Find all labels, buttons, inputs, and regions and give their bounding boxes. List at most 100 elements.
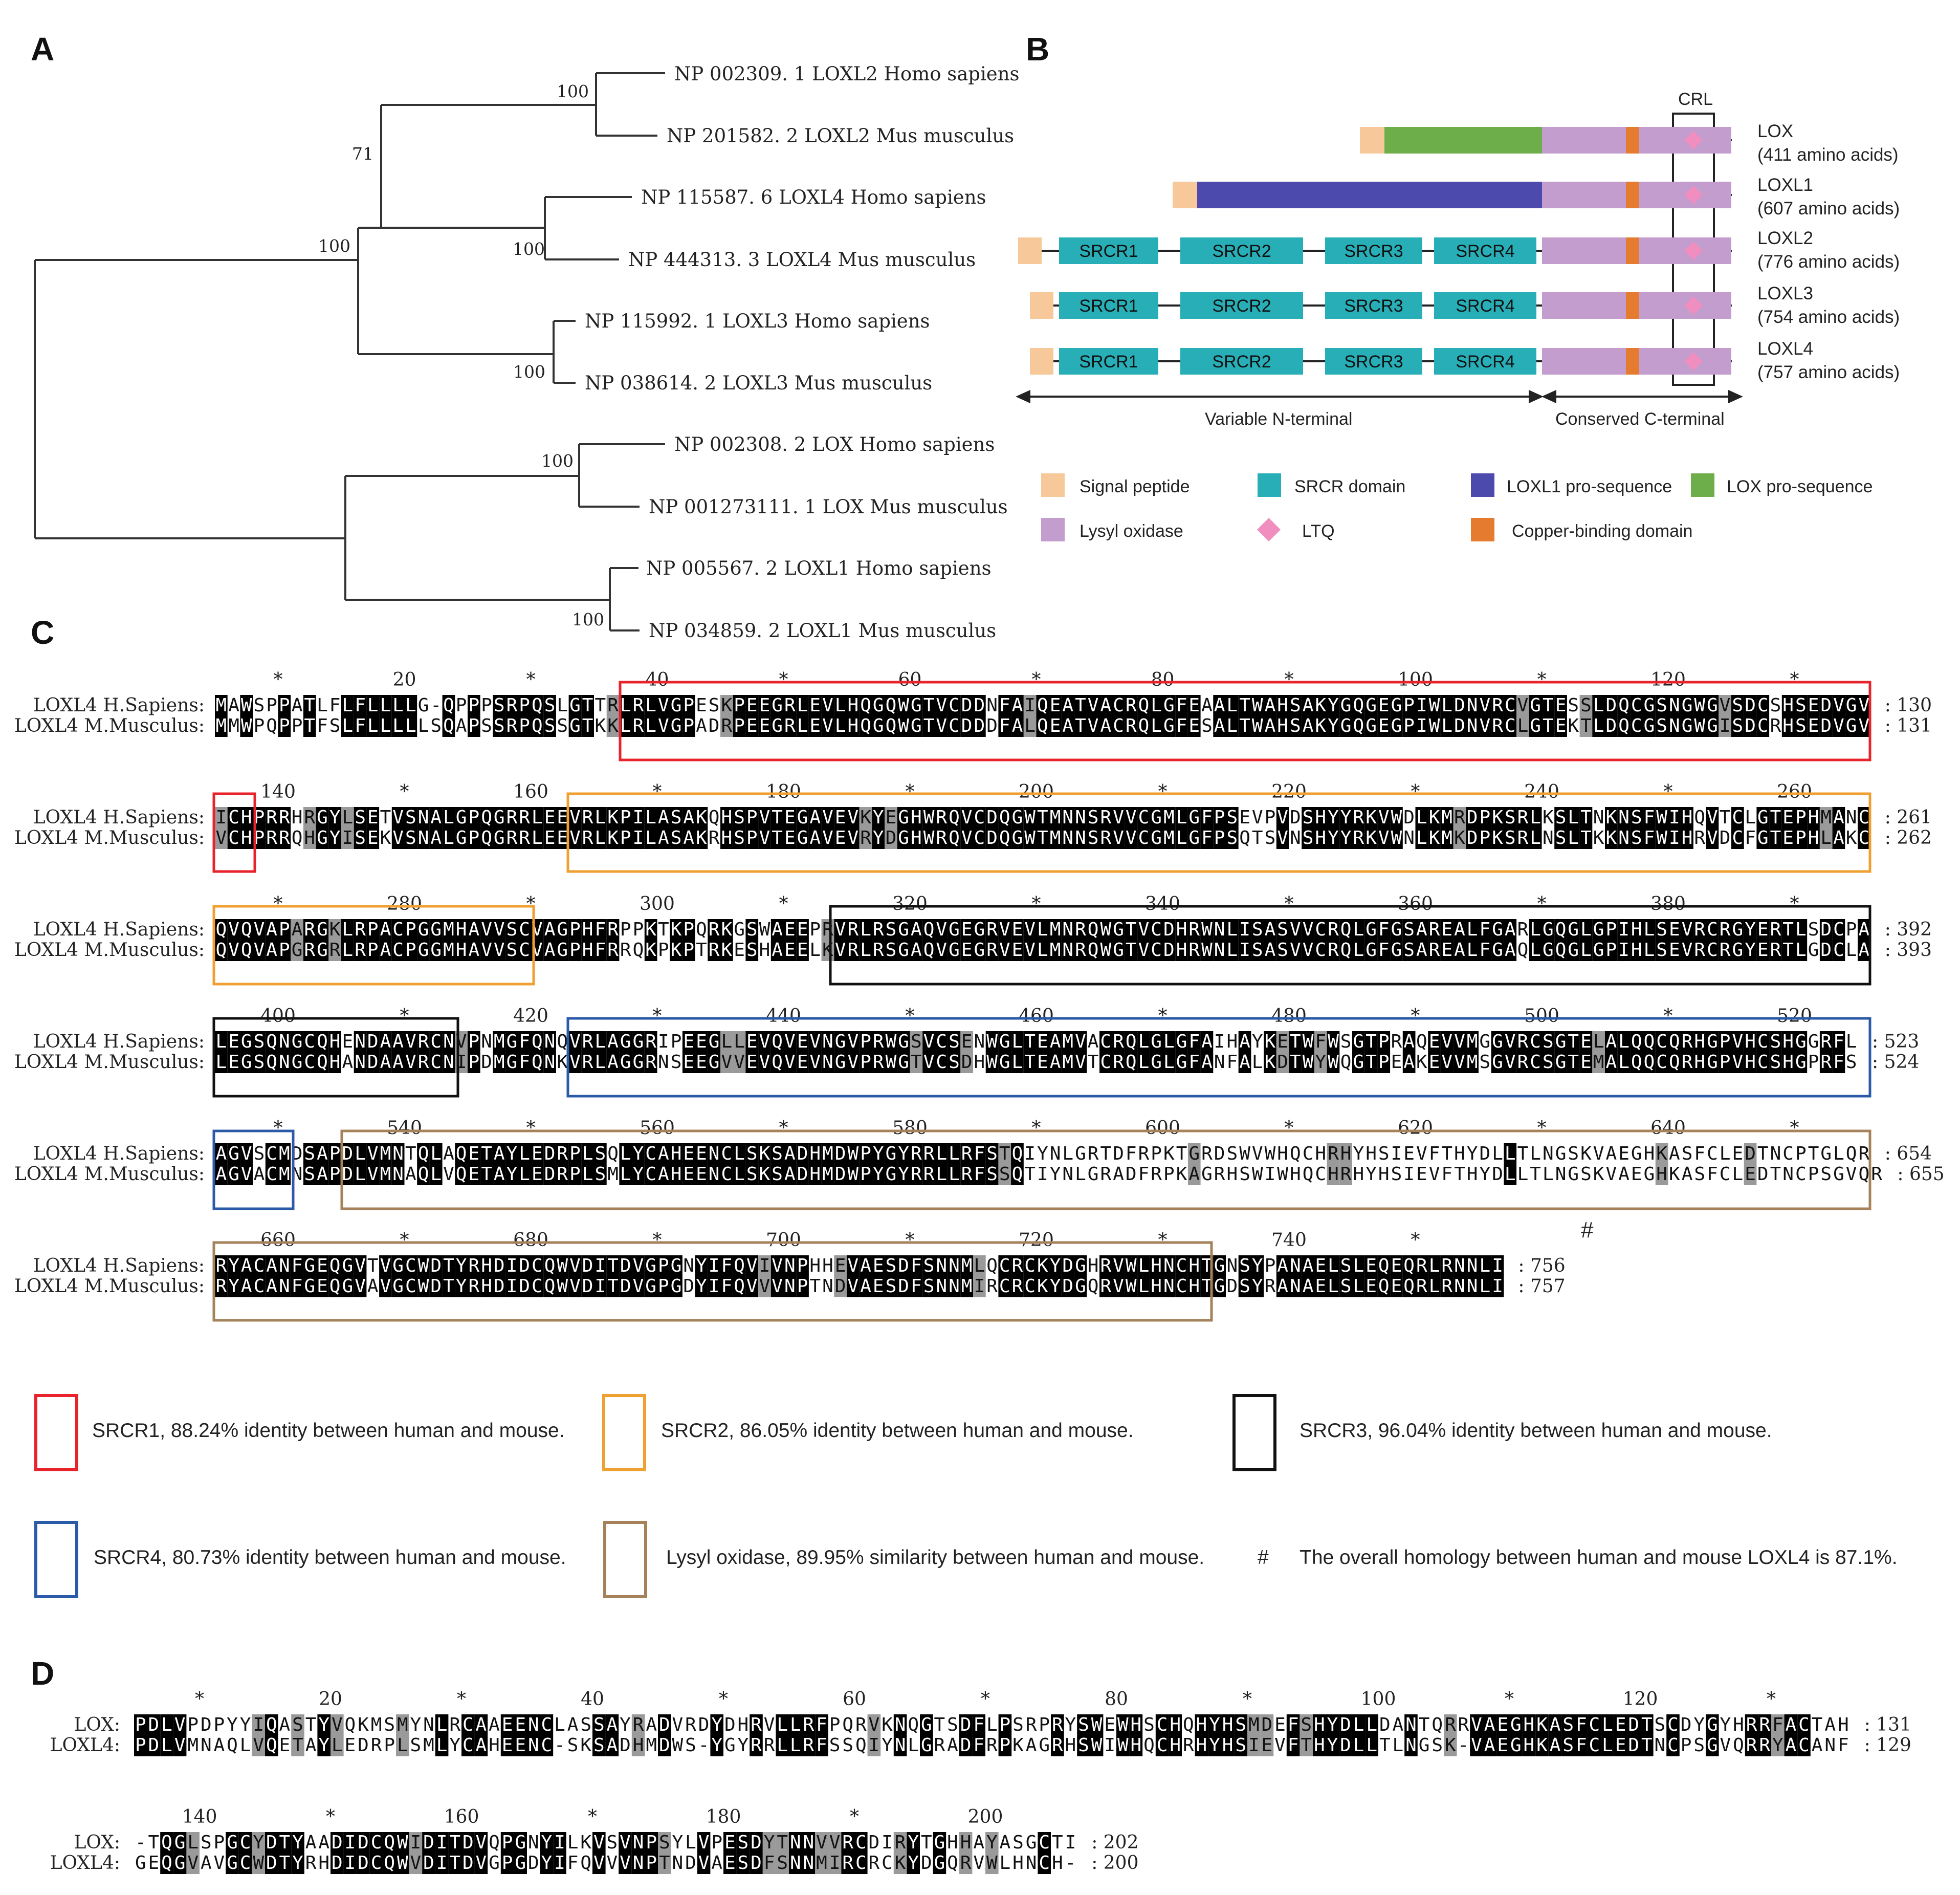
leaf-label: NP 115992. 1 LOXL3 Homo sapiens — [585, 310, 930, 332]
residue: Q — [923, 940, 935, 961]
residue: V — [1720, 695, 1731, 716]
residue: S — [1239, 1255, 1250, 1276]
residue: R — [1746, 1735, 1757, 1756]
residue: N — [355, 1052, 366, 1073]
ruler-mark: * — [1285, 669, 1294, 690]
residue: Y — [1745, 919, 1756, 940]
residue: L — [685, 1832, 696, 1853]
residue: G — [557, 940, 568, 961]
residue: P — [1808, 1164, 1819, 1185]
residue: A — [241, 1276, 252, 1297]
residue: A — [1786, 1735, 1797, 1756]
residue: V — [476, 1832, 487, 1853]
lox-pro-sequence — [1384, 127, 1542, 154]
residue: R — [822, 919, 833, 940]
residue: W — [986, 1052, 998, 1073]
residue: W — [1024, 807, 1036, 828]
residue: S — [1239, 1164, 1250, 1185]
residue: G — [999, 1031, 1010, 1052]
residue: Q — [384, 1832, 395, 1853]
residue: G — [709, 1031, 720, 1052]
residue: C — [936, 1031, 947, 1052]
residue: H — [1631, 940, 1642, 961]
residue: V — [593, 1832, 605, 1853]
residue: W — [759, 919, 770, 940]
residue: P — [711, 1832, 722, 1853]
residue: H — [1170, 1735, 1181, 1756]
residue: S — [986, 1143, 998, 1164]
residue: R — [1052, 1714, 1063, 1735]
residue: C — [1732, 807, 1744, 828]
residue: Q — [1694, 807, 1705, 828]
sequence-name: LOXL4 H.Sapiens: — [33, 1031, 205, 1052]
residue: E — [1745, 1164, 1756, 1185]
residue: L — [790, 1735, 801, 1756]
ruler-mark: * — [195, 1689, 204, 1710]
residue: A — [607, 1031, 619, 1052]
residue: F — [816, 1714, 827, 1735]
residue: S — [1795, 695, 1807, 716]
residue: Y — [253, 1832, 264, 1853]
residue: T — [1530, 1164, 1541, 1185]
residue: S — [544, 715, 556, 736]
residue: H — [1733, 1714, 1744, 1735]
residue: F — [1480, 940, 1491, 961]
conservation-shade — [695, 807, 708, 849]
residue: F — [1745, 827, 1756, 848]
residue: A — [456, 715, 467, 736]
legend-swatch — [1471, 518, 1494, 541]
n-terminal-label: Variable N-terminal — [1205, 409, 1352, 429]
conservation-shade — [922, 807, 935, 849]
residue: G — [1707, 1031, 1718, 1052]
residue: W — [1328, 1052, 1339, 1073]
conservation-shade — [910, 695, 923, 737]
ruler-mark: * — [1790, 894, 1799, 914]
residue: G — [317, 940, 328, 961]
residue: G — [174, 1832, 186, 1853]
conservation-shade — [1061, 807, 1074, 849]
sequence-name: LOXL4 M.Musculus: — [14, 1276, 205, 1297]
ruler-mark: * — [653, 1230, 662, 1251]
residue: F — [1176, 695, 1187, 716]
residue: V — [253, 1735, 264, 1756]
bootstrap-value: 100 — [318, 236, 350, 256]
residue: G — [1555, 1052, 1567, 1073]
residue: Q — [772, 1031, 783, 1052]
residue: K — [882, 1714, 893, 1735]
sequence-name: LOXL4 H.Sapiens: — [33, 695, 205, 716]
residue: R — [1328, 940, 1339, 961]
residue: G — [1391, 695, 1402, 716]
residue: H — [1188, 1255, 1200, 1276]
residue: L — [1163, 1052, 1175, 1073]
residue: R — [1746, 1714, 1757, 1735]
ruler-mark: 640 — [1650, 1118, 1686, 1139]
residue: L — [1795, 919, 1807, 940]
residue: E — [367, 827, 379, 848]
residue: M — [443, 919, 454, 940]
residue: A — [1859, 919, 1870, 940]
ruler-mark: 320 — [892, 894, 928, 914]
residue: L — [342, 695, 354, 716]
residue: V — [254, 940, 265, 961]
residue: G — [921, 1735, 932, 1756]
residue: A — [317, 1143, 328, 1164]
residue: V — [784, 1031, 796, 1052]
residue: S — [746, 1164, 758, 1185]
residue: V — [1441, 1031, 1452, 1052]
residue: D — [685, 1853, 696, 1874]
conservation-shade — [644, 695, 657, 737]
residue: D — [986, 827, 998, 848]
residue: F — [1772, 1714, 1783, 1735]
residue: F — [816, 1735, 827, 1756]
residue: E — [696, 1143, 707, 1164]
residue: G — [1366, 695, 1377, 716]
residue: S — [986, 1164, 998, 1185]
conservation-shade — [240, 807, 253, 849]
residue: G — [515, 1832, 526, 1853]
residue: K — [721, 695, 733, 716]
residue: R — [911, 1143, 922, 1164]
residue: P — [469, 715, 480, 736]
residue: L — [1580, 940, 1592, 961]
residue: D — [367, 1052, 379, 1073]
residue: Q — [1353, 695, 1364, 716]
